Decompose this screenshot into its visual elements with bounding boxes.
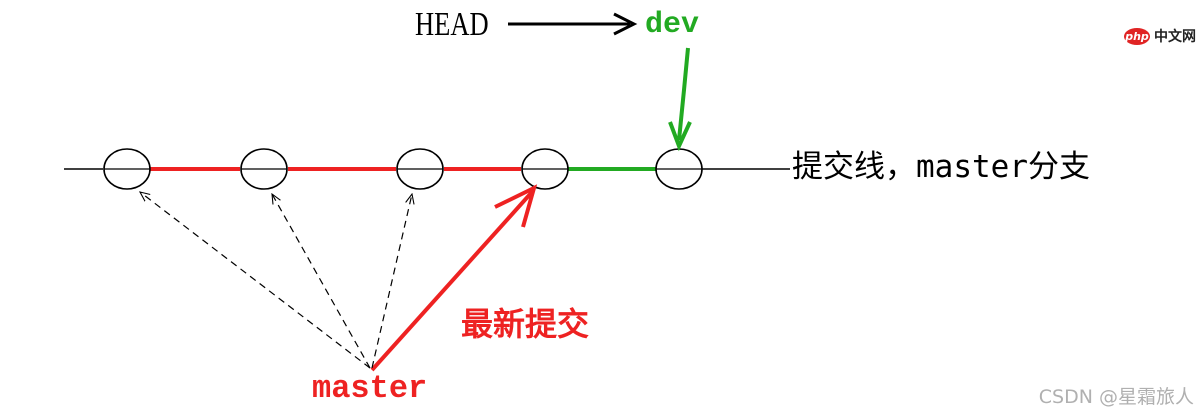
master-pointer-arrow	[370, 184, 538, 372]
commit-node-5	[655, 148, 703, 190]
head-to-dev-arrow	[508, 12, 638, 36]
php-logo-icon: php	[1124, 27, 1150, 45]
history-arrow-2	[272, 194, 371, 369]
commit-node-2	[240, 148, 288, 190]
commit-node-4	[521, 148, 569, 190]
dev-pointer-arrow	[668, 47, 692, 152]
history-arrow-1	[140, 192, 371, 369]
master-branch-label: master	[312, 370, 428, 407]
latest-commit-label: 最新提交	[461, 305, 590, 343]
history-arrow-3	[371, 194, 412, 369]
site-name: 中文网	[1154, 29, 1196, 45]
dev-branch-label: dev	[645, 8, 700, 42]
site-watermark: php 中文网	[1124, 26, 1196, 46]
commit-node-1	[103, 148, 151, 190]
author-watermark: CSDN @星霜旅人	[1038, 386, 1194, 408]
commit-node-3	[396, 148, 444, 190]
commit-line-label: 提交线，master分支	[792, 149, 1090, 185]
head-label: HEAD	[415, 6, 489, 43]
